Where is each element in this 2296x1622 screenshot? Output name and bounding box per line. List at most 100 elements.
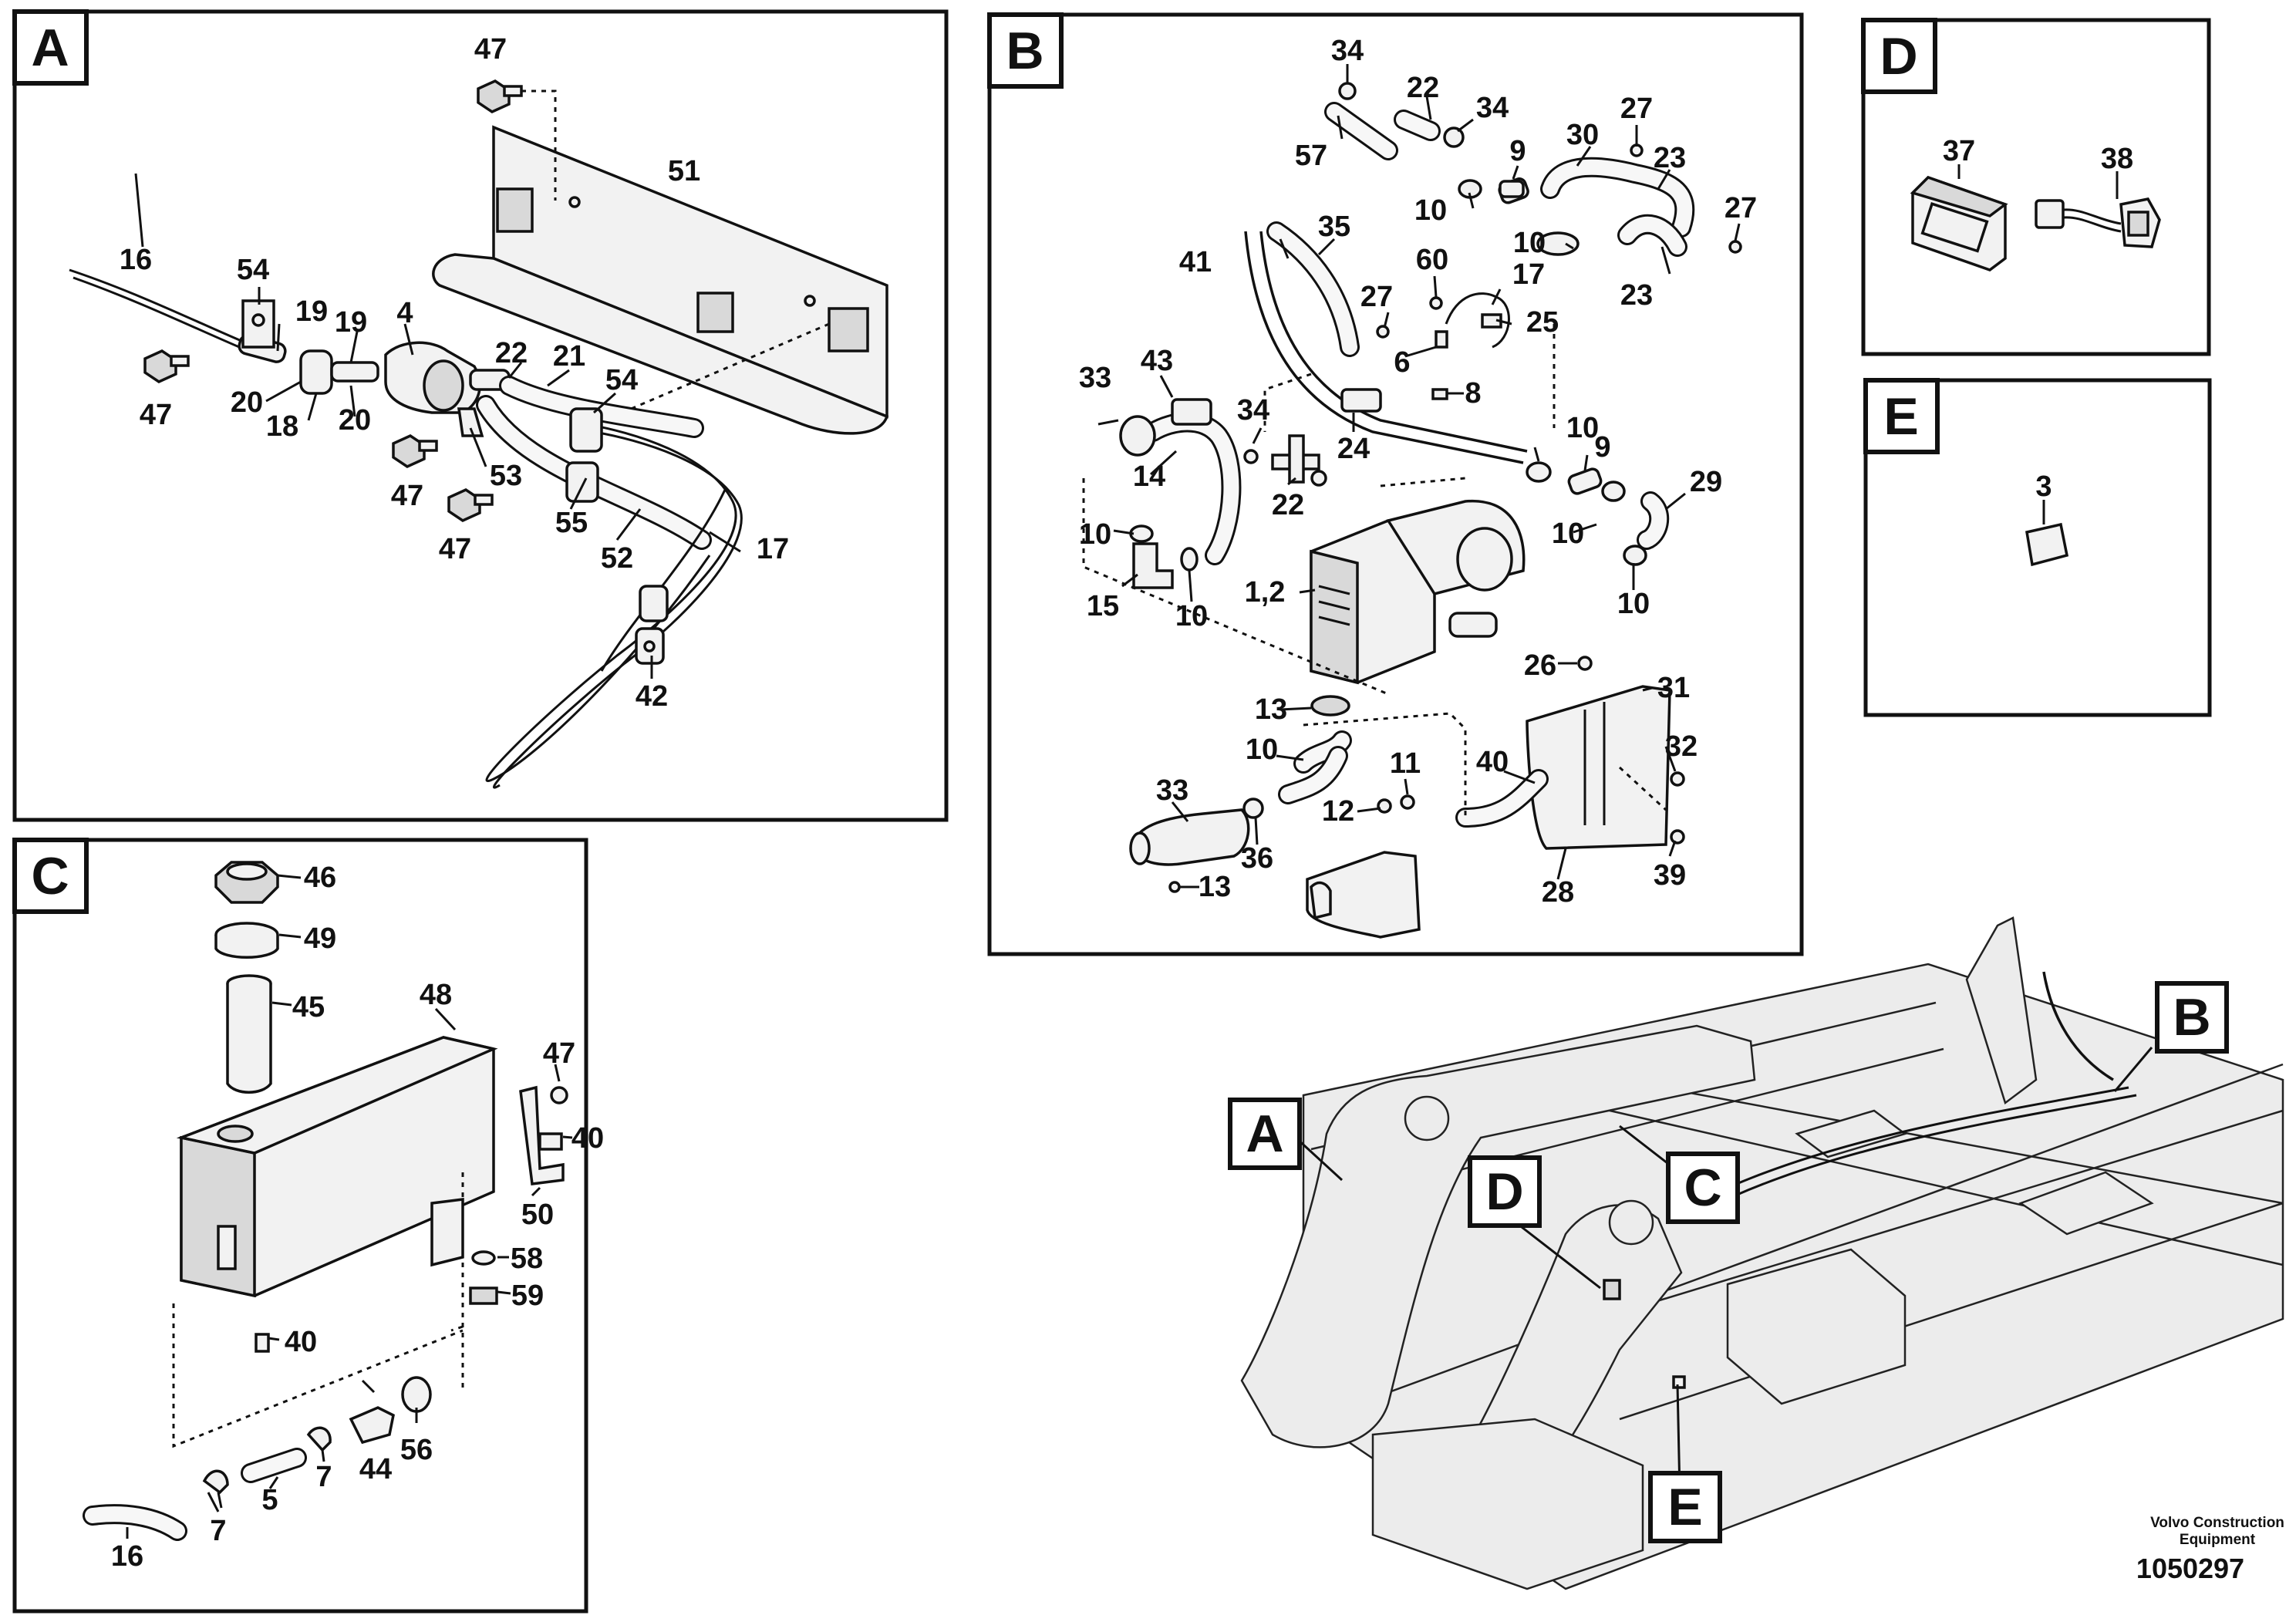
panel-d-tag [1861, 18, 1937, 94]
callout-47: 47 [439, 533, 471, 565]
callout-30: 30 [1566, 119, 1599, 151]
callout-10: 10 [1414, 194, 1447, 227]
control-panel-icon [1910, 175, 2008, 271]
panel-e: E 3 [1863, 378, 2212, 717]
panel-e-tag-letter: E [1883, 387, 1918, 446]
panel-a: A [12, 9, 949, 822]
panel-e-tag [1863, 378, 1940, 454]
callout-23: 23 [1620, 279, 1653, 312]
panel-c-frame [12, 838, 588, 1614]
callout-57: 57 [1295, 140, 1327, 172]
callout-40: 40 [285, 1326, 317, 1358]
callout-24: 24 [1337, 433, 1370, 465]
callout-49: 49 [304, 922, 336, 955]
brand-line-2: Equipment [2180, 1532, 2256, 1548]
wire-harness-icon [2035, 197, 2161, 248]
callout-16: 16 [120, 244, 152, 276]
overview-callouts: A B C D E [1228, 981, 2229, 1543]
callout-58: 58 [511, 1243, 543, 1275]
callout-47: 47 [543, 1037, 575, 1070]
callout-7: 7 [315, 1461, 332, 1493]
machine-overview [1240, 916, 2284, 1590]
panel-a-tag-letter: A [31, 19, 69, 77]
callout-21: 21 [553, 340, 585, 373]
panel-c-tag [12, 838, 89, 914]
callout-14: 14 [1133, 460, 1165, 493]
callout-59: 59 [511, 1280, 544, 1312]
callout-48: 48 [420, 979, 452, 1011]
panel-b: B [987, 12, 1804, 956]
callout-22: 22 [495, 337, 528, 369]
callout-15: 15 [1087, 590, 1119, 622]
callout-6: 6 [1394, 346, 1410, 379]
panel-b-tag [987, 12, 1064, 89]
callout-12: 33 [1156, 774, 1188, 807]
callout-11: 10 [1246, 733, 1278, 766]
overview-callout-a-letter: A [1246, 1104, 1283, 1163]
callout-54: 54 [237, 254, 269, 286]
callout-34: 34 [1476, 92, 1509, 124]
callout-19: 19 [335, 306, 367, 339]
panel-d-frame [1861, 18, 2211, 356]
callout-33: 33 [1079, 362, 1111, 394]
callout-22: 22 [1407, 72, 1439, 104]
mounting-bracket [432, 125, 889, 435]
callout-5: 5 [261, 1484, 278, 1516]
callout-1-2: 1,2 [1245, 576, 1286, 609]
callout-16: 16 [111, 1540, 143, 1573]
panel-c-tag-letter: C [31, 847, 69, 905]
overview-callout-e [1648, 1471, 1722, 1543]
callout-51: 51 [668, 155, 700, 187]
screw-icon [477, 79, 523, 113]
overview-callout-b [2155, 981, 2229, 1054]
callout-10: 10 [1552, 518, 1584, 550]
callout-47: 47 [474, 33, 507, 66]
callout-47: 47 [140, 399, 172, 431]
panel-a-tag [12, 9, 89, 86]
clamp-55 [565, 461, 599, 503]
callout-10: 10 [1617, 588, 1650, 620]
panel-e-frame [1863, 378, 2212, 717]
callout-7: 7 [210, 1515, 226, 1547]
panel-a-frame [12, 9, 949, 822]
callout-56: 56 [400, 1434, 433, 1466]
callout-45: 45 [292, 991, 325, 1023]
callout-19: 19 [295, 295, 328, 328]
callout-33: 32 [1665, 730, 1698, 763]
callout-36: 12 [1322, 795, 1354, 828]
callout-39: 28 [1542, 876, 1574, 909]
callout-53: 53 [490, 460, 522, 492]
callout-25: 25 [1526, 306, 1559, 339]
callout-31: 31 [1657, 672, 1690, 704]
callout-41: 41 [1179, 246, 1212, 278]
callout-33: 39 [1654, 859, 1686, 892]
callout-10: 10 [1079, 518, 1111, 551]
drawing-number: 1050297 [2136, 1553, 2244, 1584]
callout-10: 10 [1513, 227, 1546, 259]
callout-4: 4 [396, 297, 413, 329]
callout-26: 26 [1524, 649, 1556, 682]
callout-27: 27 [1725, 192, 1757, 224]
callout-40: 40 [571, 1122, 604, 1155]
panel-d-tag-letter: D [1880, 27, 1917, 86]
panel-b-frame [987, 12, 1804, 956]
callout-35: 35 [1318, 211, 1350, 243]
screw-icon [143, 349, 190, 383]
coupling-18 [299, 349, 333, 395]
callout-9: 9 [1509, 135, 1526, 167]
overview-callout-d [1468, 1155, 1542, 1228]
callout-20: 20 [231, 386, 263, 419]
filler-cap-icon [214, 861, 279, 904]
callout-8: 8 [1465, 377, 1481, 410]
screw-icon [392, 434, 438, 468]
callout-52: 52 [601, 542, 633, 575]
callout-47: 47 [391, 480, 423, 512]
callout-46: 46 [304, 862, 336, 894]
callout-54: 54 [605, 364, 638, 396]
callout-55: 55 [555, 507, 588, 539]
overview-callout-b-letter: B [2173, 988, 2210, 1047]
callout-32: 40 [1476, 746, 1509, 778]
callout-3: 3 [2035, 470, 2052, 503]
callout-28: 13 [1199, 871, 1231, 903]
callout-34: 34 [1331, 35, 1364, 67]
